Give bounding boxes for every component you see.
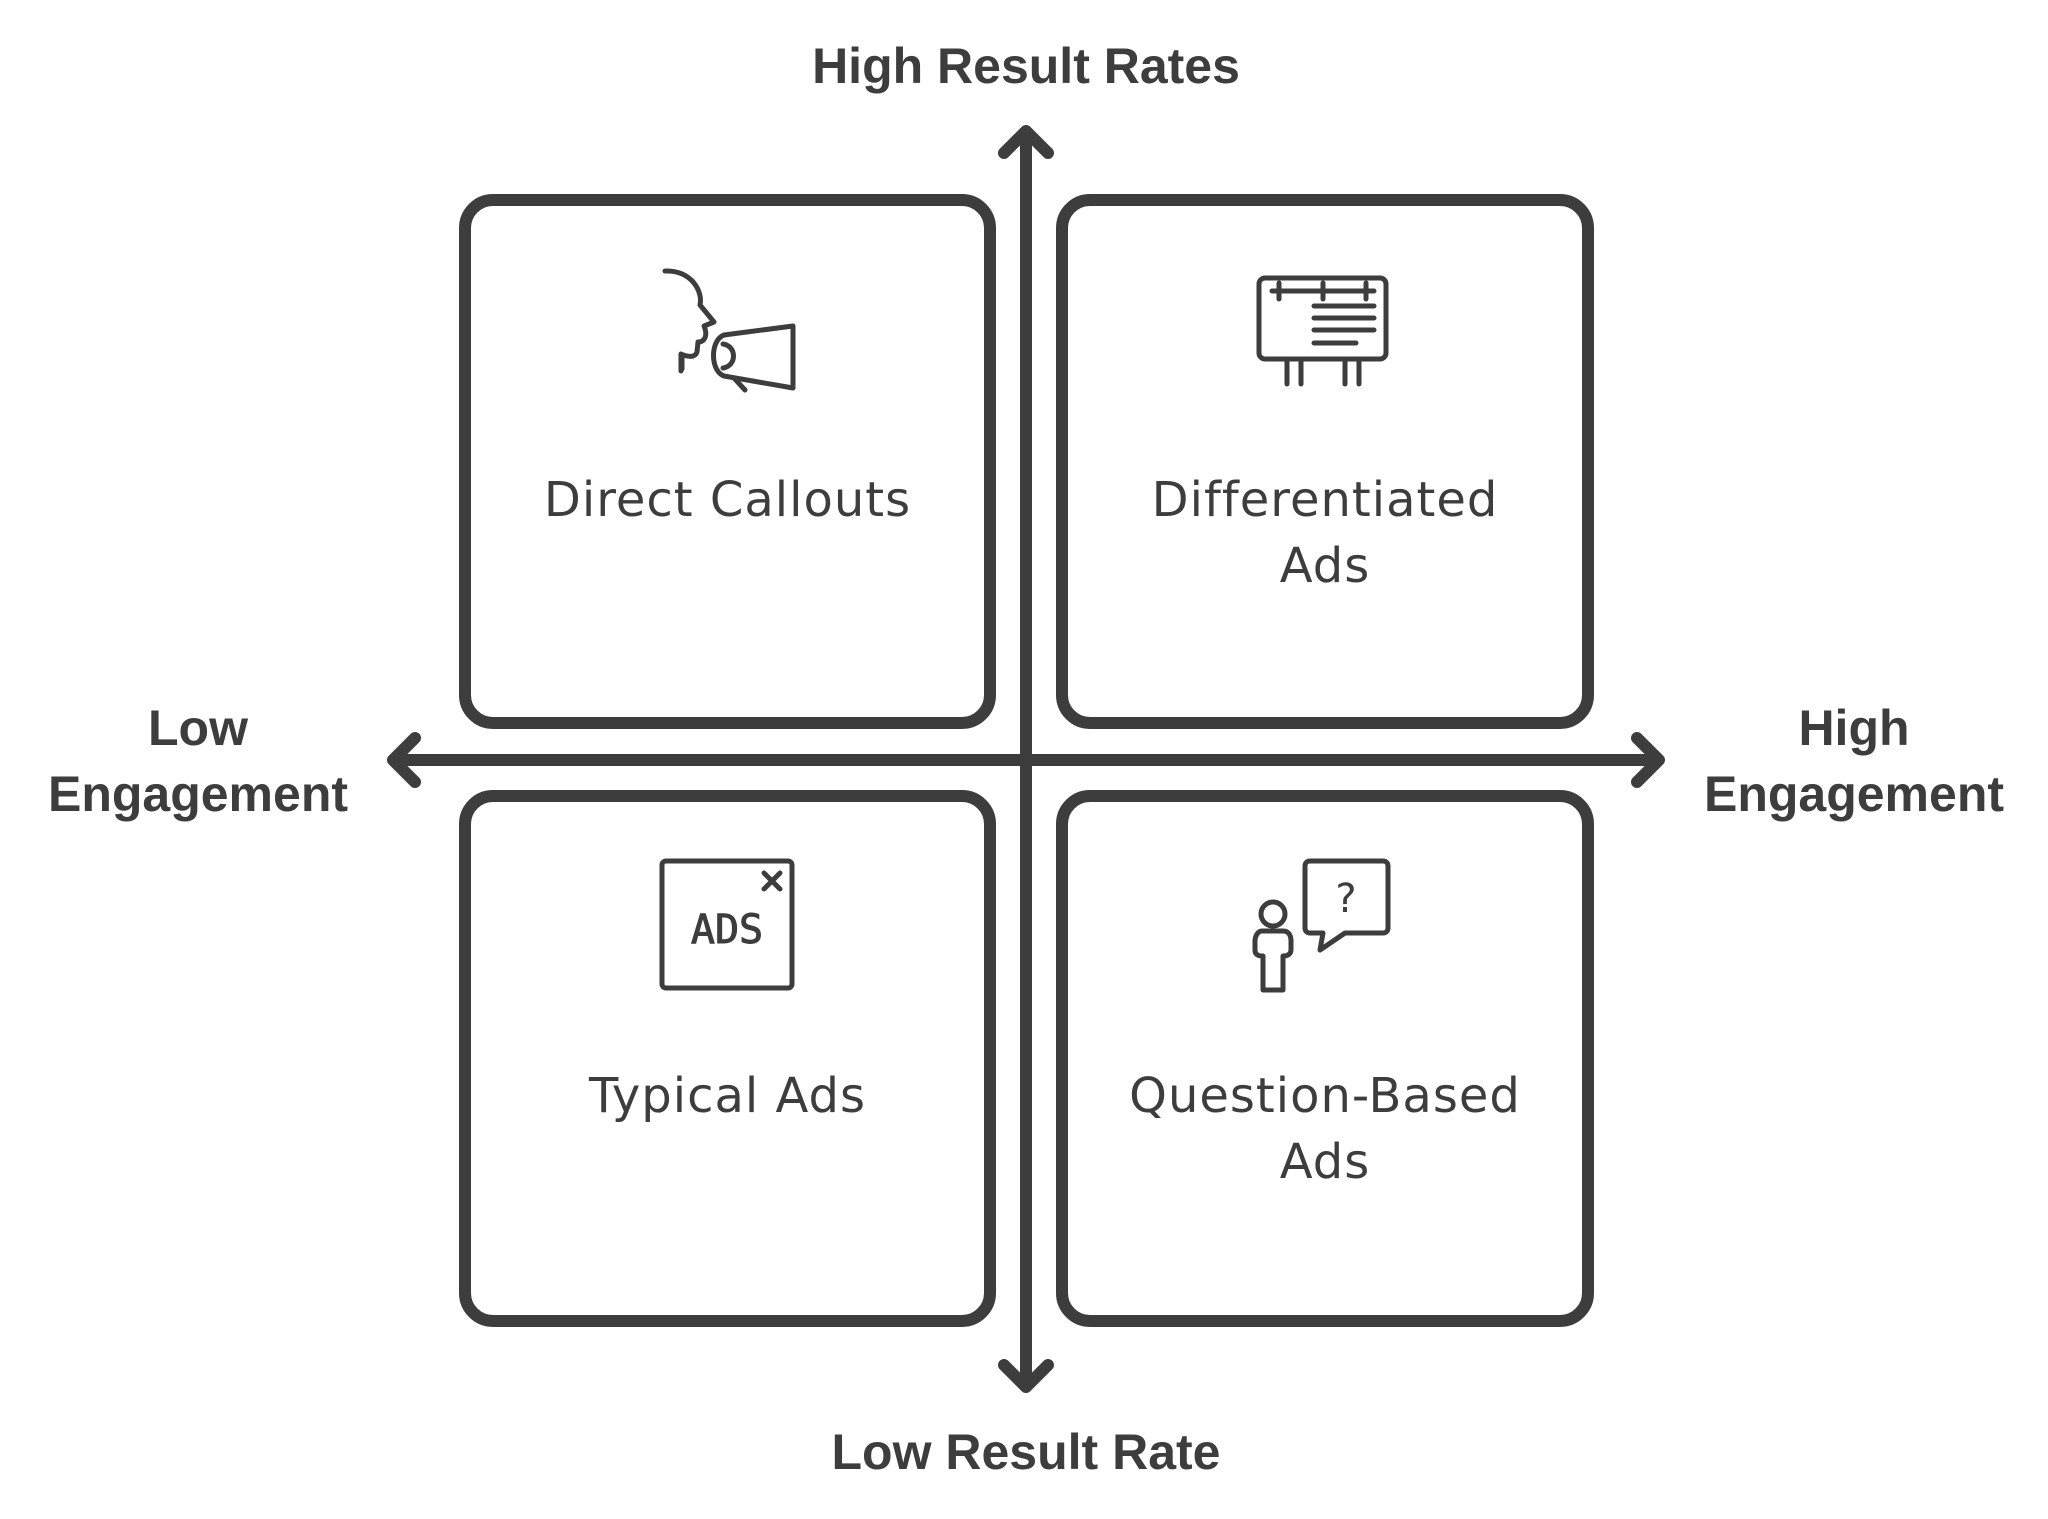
quadrant-box-top-right (1056, 194, 1594, 729)
quadrant-label-direct-callouts: Direct Callouts (543, 472, 912, 528)
ads-window-icon (659, 858, 795, 991)
quadrant-label-question-based-ads: Question-Based Ads (1129, 1068, 1521, 1190)
axis-label-bottom: Low Result Rate (831, 1424, 1221, 1480)
quadrant-box-bottom-left (459, 790, 996, 1327)
quadrant-box-bottom-right (1056, 790, 1594, 1327)
billboard-icon (1256, 275, 1389, 387)
question-mark-icon-text: ? (1335, 876, 1356, 922)
axis-label-right: High Engagement (1703, 700, 2005, 822)
horizontal-axis-arrow (387, 732, 1665, 788)
quadrant-label-typical-ads: Typical Ads (589, 1068, 866, 1124)
quadrant-box-top-left (459, 194, 996, 729)
person-question-bubble-icon (1252, 858, 1391, 993)
axis-label-top: High Result Rates (812, 38, 1240, 94)
axis-label-left: Low Engagement (47, 700, 349, 822)
quadrant-label-differentiated-ads: Differentiated Ads (1151, 472, 1499, 594)
megaphone-speaker-icon (662, 268, 796, 393)
ads-icon-text: ADS (691, 907, 763, 953)
